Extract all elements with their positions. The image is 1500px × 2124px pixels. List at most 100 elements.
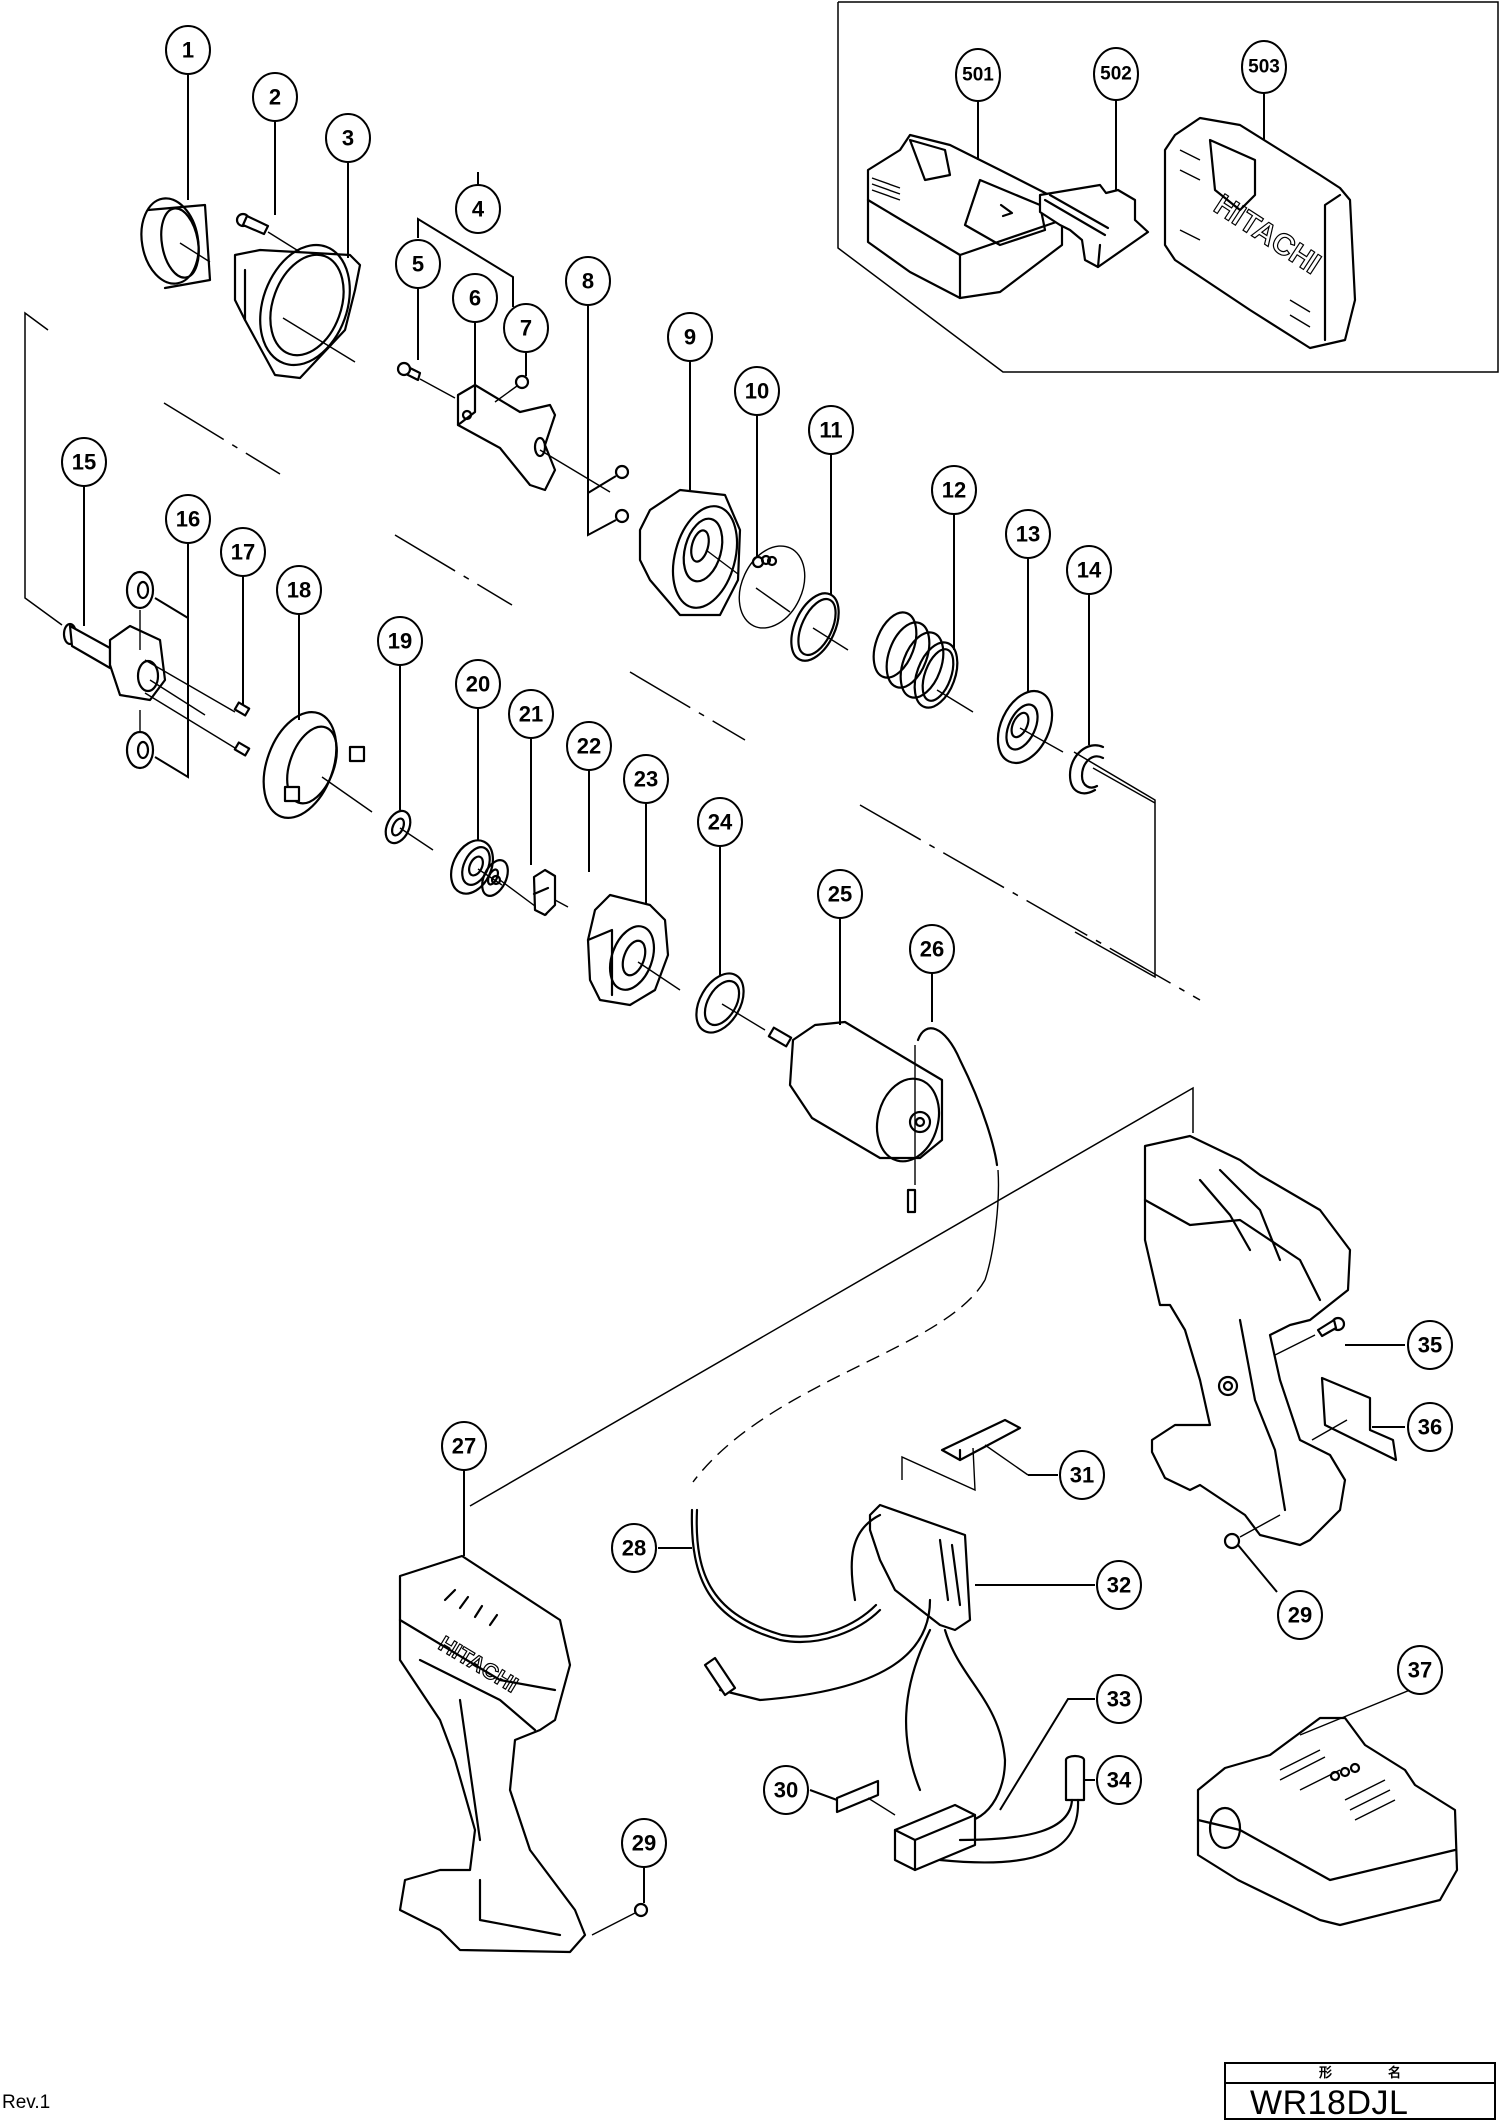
terminal-33 <box>893 1803 977 1872</box>
callout-circle <box>1096 1560 1142 1610</box>
callout-25: 25 <box>817 869 863 919</box>
callout-circle <box>763 1765 809 1815</box>
callout-18: 18 <box>276 565 322 615</box>
callout-circle <box>621 1818 667 1868</box>
callout-number: 31 <box>1070 1463 1094 1488</box>
callout-34: 34 <box>1096 1755 1142 1805</box>
callout-32: 32 <box>1096 1560 1142 1610</box>
callout-7: 7 <box>503 303 549 353</box>
callout-circle <box>955 48 1001 102</box>
callout-number: 29 <box>632 1831 656 1856</box>
internal-wire-28 <box>690 1279 986 1644</box>
callout-number: 14 <box>1077 558 1102 583</box>
callout-29: 29 <box>1277 1590 1323 1640</box>
ball-bearing-20 <box>450 839 503 895</box>
model-name-header: 形 名 <box>1226 2064 1494 2084</box>
callout-number: 4 <box>472 197 485 222</box>
callout-number: 2 <box>269 85 281 110</box>
callout-circle <box>455 659 501 709</box>
callout-circle <box>325 113 371 163</box>
callout-19: 19 <box>377 616 423 666</box>
callout-circle <box>1096 1674 1142 1724</box>
callout-number: 11 <box>819 418 842 443</box>
callout-36: 36 <box>1407 1402 1453 1452</box>
callout-circle <box>623 754 669 804</box>
callout-20: 20 <box>455 659 501 709</box>
callout-circle <box>276 565 322 615</box>
callout-11: 11 <box>808 405 854 455</box>
detent-ball-7 <box>494 374 530 403</box>
callout-bubbles: 1234567891011121314151617181920212223242… <box>61 25 1453 1868</box>
hammer-case-3 <box>179 242 362 380</box>
callout-circle <box>220 527 266 577</box>
internal-gear-18 <box>262 710 373 820</box>
callout-layer <box>83 74 1405 1903</box>
callout-number: 502 <box>1100 64 1132 85</box>
callout-circle <box>611 1523 657 1573</box>
hook-502 <box>1038 183 1150 269</box>
callout-17: 17 <box>220 527 266 577</box>
callout-28: 28 <box>611 1523 657 1573</box>
callout-number: 27 <box>452 1434 476 1459</box>
name-plate-36 <box>1311 1376 1398 1462</box>
callout-number: 32 <box>1107 1573 1131 1598</box>
callout-35: 35 <box>1407 1320 1453 1370</box>
callout-number: 501 <box>962 65 994 86</box>
callout-number: 26 <box>920 937 944 962</box>
callout-14: 14 <box>1066 545 1112 595</box>
callout-502: 502 <box>1093 47 1139 101</box>
callout-33: 33 <box>1096 1674 1142 1724</box>
callout-circle <box>377 616 423 666</box>
callout-16: 16 <box>165 494 211 544</box>
revision-label: Rev.1 <box>2 2092 51 2113</box>
steel-balls-8 <box>587 464 630 537</box>
callout-circle <box>1066 545 1112 595</box>
model-header-char-1: 形 <box>1318 2065 1332 2080</box>
callout-number: 28 <box>622 1536 646 1561</box>
model-name-box: 形 名 WR18DJL <box>1224 2062 1496 2122</box>
spring-12 <box>872 611 974 713</box>
callout-number: 18 <box>287 578 311 603</box>
assembly-guide-lines <box>24 311 1201 1507</box>
callout-number: 13 <box>1016 522 1040 547</box>
callout-37: 37 <box>1397 1645 1443 1695</box>
callout-27: 27 <box>441 1421 487 1471</box>
callout-number: 5 <box>412 252 424 277</box>
planetary-gears-16 <box>125 570 189 779</box>
callout-number: 37 <box>1408 1658 1432 1683</box>
callout-number: 8 <box>582 269 594 294</box>
callout-number: 6 <box>469 286 481 311</box>
callout-number: 30 <box>774 1778 798 1803</box>
switch-32 <box>703 1447 1007 1823</box>
pushing-button-31 <box>940 1418 1029 1476</box>
callout-1: 1 <box>165 25 211 75</box>
callout-number: 503 <box>1248 57 1280 78</box>
callout-number: 15 <box>72 450 96 475</box>
battery-37 <box>1196 1689 1459 1927</box>
callout-503: 503 <box>1241 40 1287 94</box>
callout-30: 30 <box>763 1765 809 1815</box>
spindle-15 <box>62 622 236 749</box>
callout-23: 23 <box>623 754 669 804</box>
callout-number: 19 <box>388 629 412 654</box>
nut-29-left <box>591 1902 649 1936</box>
callout-number: 1 <box>182 38 194 63</box>
callout-circle <box>1093 47 1139 101</box>
callout-15: 15 <box>61 437 107 487</box>
callout-circle <box>165 494 211 544</box>
callout-number: 25 <box>828 882 852 907</box>
callout-number: 12 <box>942 478 966 503</box>
nut-29-right <box>1223 1514 1281 1550</box>
callout-circle <box>508 689 554 739</box>
callout-number: 23 <box>634 767 658 792</box>
callout-circle <box>503 303 549 353</box>
callout-3: 3 <box>325 113 371 163</box>
callout-circle <box>1241 40 1287 94</box>
callout-circle <box>1005 509 1051 559</box>
callout-number: 24 <box>708 810 733 835</box>
callout-number: 22 <box>577 734 601 759</box>
model-header-char-2: 名 <box>1388 2065 1402 2080</box>
steel-ball-retainer-10 <box>738 545 806 629</box>
stopper-22 <box>532 868 569 917</box>
callout-12: 12 <box>931 465 977 515</box>
